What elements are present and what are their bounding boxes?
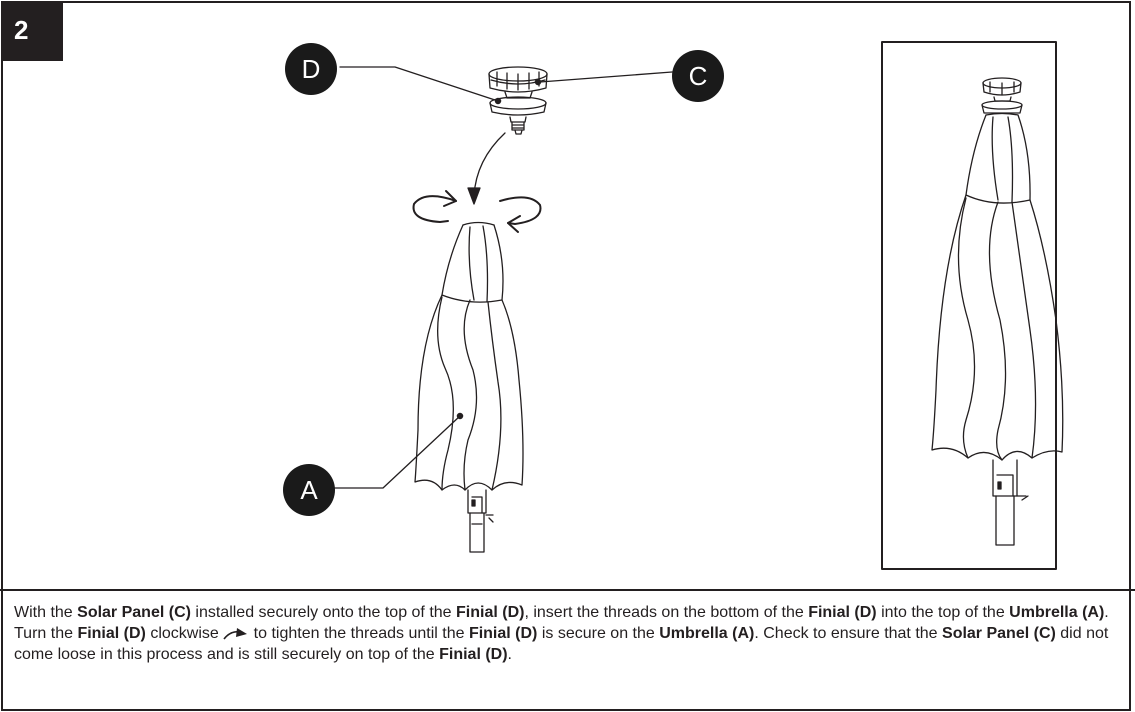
callout-c-label: C xyxy=(688,61,708,91)
section-divider xyxy=(0,589,1135,591)
bold-term: Finial (D) xyxy=(456,604,525,621)
text-run: . Check to ensure that the xyxy=(754,625,943,642)
bold-term: Finial (D) xyxy=(439,646,508,663)
text-run: installed securely onto the top of the xyxy=(190,604,457,621)
bold-term: Finial (D) xyxy=(77,625,146,642)
step-number-badge: 2 xyxy=(1,1,63,61)
step-number: 2 xyxy=(14,15,29,45)
insert-arrow-down-icon xyxy=(467,132,506,205)
rotate-arrow-right-icon xyxy=(499,196,542,233)
text-run: , insert the threads on the bottom of th… xyxy=(524,604,809,621)
text-run: did not come loose in this process and i… xyxy=(14,625,1109,663)
callout-a: A xyxy=(283,464,335,516)
clockwise-arrow-icon xyxy=(223,627,248,640)
text-run: is secure on the xyxy=(537,625,660,642)
text-run: clockwise xyxy=(145,625,224,642)
callout-leader-c xyxy=(534,71,673,86)
text-run: With the xyxy=(14,604,78,621)
text-run: . xyxy=(507,646,512,663)
bold-term: Finial (D) xyxy=(808,604,877,621)
umbrella-assembled-right xyxy=(931,77,1064,546)
callout-d: D xyxy=(285,43,337,95)
callout-a-label: A xyxy=(300,475,318,505)
text-run: into the top of the xyxy=(876,604,1010,621)
bold-term: Solar Panel (C) xyxy=(77,604,191,621)
instructions-text: With the Solar Panel (C) installed secur… xyxy=(14,602,1119,665)
bold-term: Solar Panel (C) xyxy=(942,625,1056,642)
callout-leader-a xyxy=(334,412,464,489)
assembled-inset-frame xyxy=(881,41,1057,570)
bold-term: Umbrella (A) xyxy=(1009,604,1105,621)
bold-term: Finial (D) xyxy=(468,625,538,642)
assembly-illustration xyxy=(334,41,1064,570)
callout-c: C xyxy=(672,50,724,102)
umbrella-closed-left xyxy=(414,221,524,553)
text-run: to tighten the threads until the xyxy=(249,625,469,642)
finial-with-solar-panel xyxy=(488,66,548,135)
callout-leader-d xyxy=(339,66,502,105)
rotate-arrow-left-icon xyxy=(412,190,457,223)
bold-term: Umbrella (A) xyxy=(659,625,755,642)
callout-d-label: D xyxy=(301,54,321,84)
text-run: . Turn the xyxy=(14,604,1109,642)
